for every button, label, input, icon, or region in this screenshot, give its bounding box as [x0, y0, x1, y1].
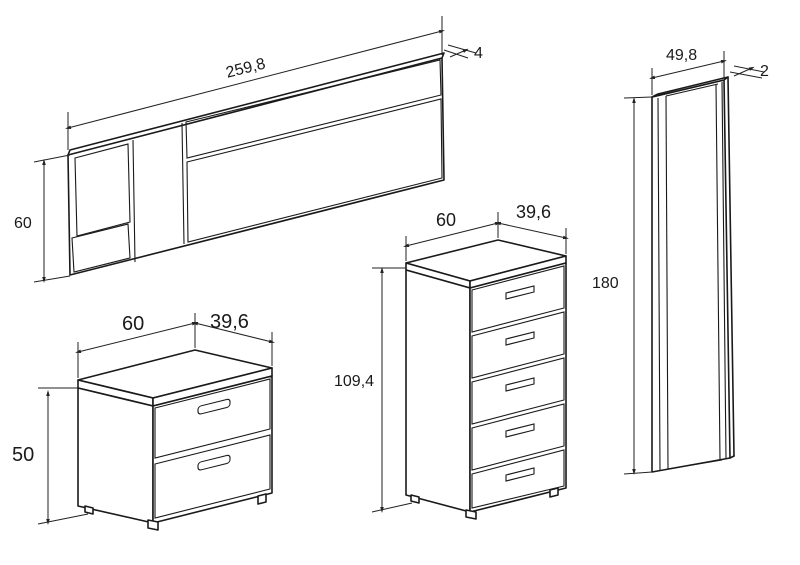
nightstand: 60 39,6 50	[12, 311, 275, 531]
mirror-width-label: 49,8	[666, 47, 697, 64]
nightstand-height-dimension: 50	[12, 387, 89, 525]
headboard: 259,8 60 4	[14, 16, 483, 283]
headboard-height-dimension: 60	[14, 154, 71, 283]
chest-depth-dimension: 39,6	[495, 202, 569, 254]
headboard-depth-dimension: 4	[443, 44, 483, 62]
mirror-height-label: 180	[592, 275, 619, 292]
nightstand-depth-dimension: 39,6	[192, 311, 275, 366]
chest-height-label: 109,4	[334, 373, 374, 390]
headboard-height-label: 60	[14, 215, 32, 232]
chest-height-dimension: 109,4	[334, 267, 413, 513]
mirror-depth-dimension: 2	[729, 63, 769, 80]
nightstand-height-label: 50	[12, 444, 34, 466]
nightstand-width-dimension: 60	[75, 313, 198, 378]
mirror-depth-label: 2	[760, 63, 769, 80]
headboard-depth-label: 4	[474, 45, 483, 62]
chest-width-label: 60	[436, 210, 456, 230]
mirror: 49,8 2 180	[592, 47, 769, 475]
mirror-height-dimension: 180	[592, 96, 653, 475]
chest-of-drawers: 60 39,6 109,4	[334, 202, 569, 520]
nightstand-width-label: 60	[122, 313, 144, 335]
nightstand-depth-label: 39,6	[210, 311, 249, 333]
chest-depth-label: 39,6	[516, 202, 551, 222]
mirror-width-dimension: 49,8	[649, 47, 727, 95]
